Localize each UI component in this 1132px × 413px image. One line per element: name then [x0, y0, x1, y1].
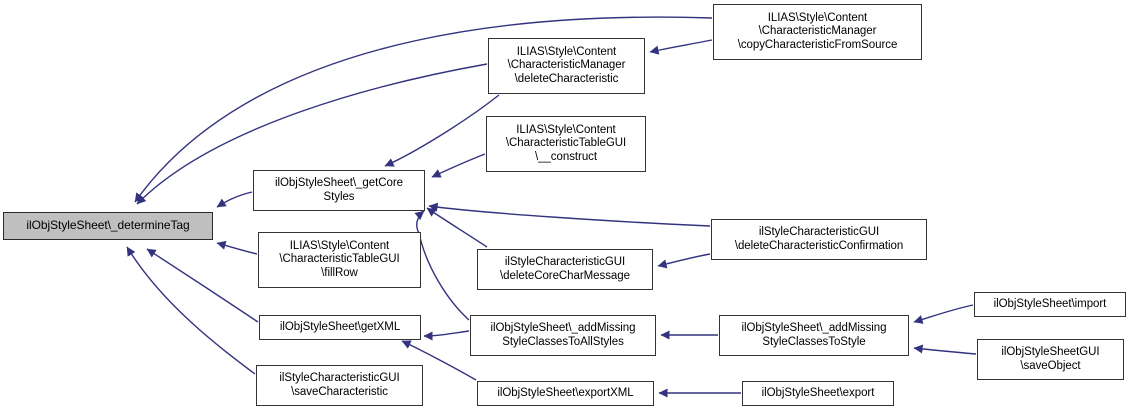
node-addMissingStyleClassesToStyle[interactable]: ilObjStyleSheet\_addMissing StyleClasses… [719, 315, 909, 356]
edge-deleteCoreCharMessage-to-getCoreStyles [426, 207, 488, 248]
edge-copyCharacteristicFromSource-to-deleteCharacteristic [649, 39, 713, 55]
node-label: ilStyleCharacteristicGUI \saveCharacteri… [279, 371, 400, 398]
node-label: ILIAS\Style\Content \CharacteristicManag… [507, 45, 626, 85]
edge-saveObject-to-addMissingToStyle [913, 344, 977, 355]
node-copyCharacteristicFromSource[interactable]: ILIAS\Style\Content \CharacteristicManag… [713, 4, 922, 60]
node-label: ilObjStyleSheet\exportXML [497, 386, 634, 399]
edge-getCoreStyles-to-determineTag [216, 191, 253, 208]
edge-tableGuiConstruct-to-getCoreStyles [431, 153, 486, 178]
node-label: ilObjStyleSheet\export [761, 386, 875, 399]
edge-addMissingToAllStyles-to-getXML [423, 330, 470, 341]
edge-import-to-addMissingToStyle [913, 304, 974, 324]
node-label: ilObjStyleSheet\import [993, 297, 1107, 310]
node-label: ilObjStyleSheet\getXML [279, 320, 401, 333]
node-fillRow[interactable]: ILIAS\Style\Content \CharacteristicTable… [258, 232, 421, 288]
node-determineTag[interactable]: ilObjStyleSheet\_determineTag [3, 212, 213, 240]
node-label: ILIAS\Style\Content \CharacteristicManag… [737, 11, 898, 51]
node-label: ilObjStyleSheet\_determineTag [26, 218, 190, 233]
node-characteristic-table-gui-construct[interactable]: ILIAS\Style\Content \CharacteristicTable… [486, 116, 646, 172]
edge-deleteCharacteristicConfirmation-to-getCoreStyles [428, 202, 711, 227]
node-deleteCharacteristic[interactable]: ILIAS\Style\Content \CharacteristicManag… [488, 38, 645, 94]
edge-saveCharacteristic-to-determineTag [126, 246, 256, 375]
edge-fillRow-to-determineTag [216, 240, 258, 255]
node-deleteCoreCharMessage[interactable]: ilStyleCharacteristicGUI \deleteCoreChar… [477, 249, 653, 290]
node-exportXML[interactable]: ilObjStyleSheet\exportXML [477, 381, 654, 406]
node-label: ilObjStyleSheet\_addMissing StyleClasses… [741, 321, 887, 348]
edge-deleteCharacteristic-to-getCoreStyles [384, 94, 500, 167]
node-label: ILIAS\Style\Content \CharacteristicTable… [279, 239, 400, 279]
edge-deleteCharacteristicConfirmation-to-deleteCoreCharMessage [657, 253, 711, 269]
node-label: ilStyleCharacteristicGUI \deleteCoreChar… [500, 255, 630, 282]
node-label: ILIAS\Style\Content \CharacteristicTable… [505, 123, 627, 163]
node-saveObject[interactable]: ilObjStyleSheetGUI \saveObject [977, 339, 1124, 380]
node-label: ilStyleCharacteristicGUI \deleteCharacte… [734, 225, 904, 252]
node-addMissingStyleClassesToAllStyles[interactable]: ilObjStyleSheet\_addMissing StyleClasses… [470, 315, 656, 356]
node-export[interactable]: ilObjStyleSheet\export [742, 381, 894, 406]
node-getXML[interactable]: ilObjStyleSheet\getXML [259, 315, 421, 340]
edge-addMissingToAllStyles-to-getCoreStyles [414, 210, 470, 321]
node-import[interactable]: ilObjStyleSheet\import [974, 292, 1126, 317]
node-getCoreStyles[interactable]: ilObjStyleSheet\_getCore Styles [253, 170, 425, 211]
node-label: ilObjStyleSheet\_getCore Styles [275, 176, 403, 203]
node-deleteCharacteristicConfirmation[interactable]: ilStyleCharacteristicGUI \deleteCharacte… [711, 219, 927, 260]
edge-getXML-to-determineTag [146, 248, 259, 323]
node-saveCharacteristic[interactable]: ilStyleCharacteristicGUI \saveCharacteri… [256, 365, 423, 406]
node-label: ilObjStyleSheet\_addMissing StyleClasses… [490, 321, 636, 348]
node-label: ilObjStyleSheetGUI \saveObject [1001, 345, 1100, 372]
